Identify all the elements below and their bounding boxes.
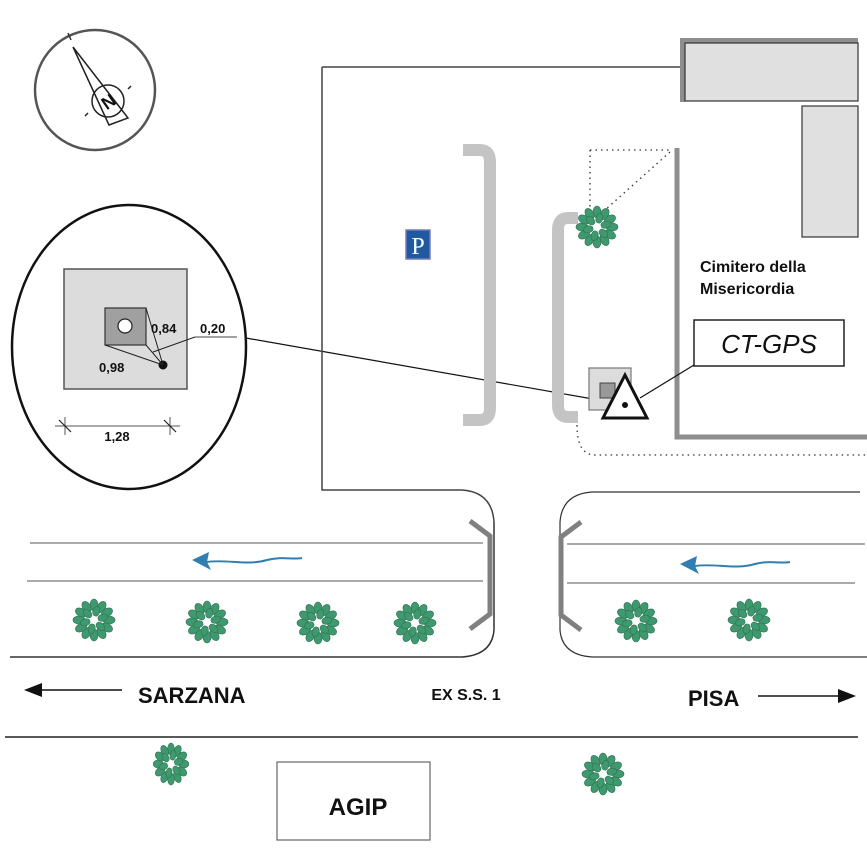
tree-icon — [185, 600, 229, 644]
cemetery-wall — [674, 148, 867, 440]
tree-icon — [72, 598, 116, 642]
cemetery-label-line2: Misericordia — [700, 281, 794, 298]
agip-label: AGIP — [329, 794, 388, 821]
tree-icon — [296, 601, 340, 645]
agip-station-building — [276, 761, 431, 841]
gps-station-triangle-icon — [600, 371, 650, 420]
dim-label-a: 0,84 — [151, 321, 177, 336]
tree-icon — [614, 599, 658, 643]
station-label-box — [693, 319, 845, 367]
visibility-dotted-lines — [589, 149, 671, 212]
monument-detail-inset: 0,84 0,20 0,98 1,28 — [10, 203, 248, 491]
cemetery-label-line1: Cimitero della — [700, 259, 806, 276]
road-name-label: EX S.S. 1 — [431, 687, 500, 704]
parking-sign-icon: P — [405, 229, 431, 260]
north-label: N — [98, 90, 120, 114]
direction-label-pisa: PISA — [688, 686, 739, 711]
cemetery-building-side — [801, 105, 859, 238]
curb-left — [463, 144, 496, 426]
dim-label-width: 1,28 — [104, 429, 129, 444]
direction-label-sarzana: SARZANA — [138, 683, 246, 708]
compass-north-icon: N — [33, 28, 157, 152]
inset-leader-line — [245, 337, 611, 403]
direction-arrow-left-icon — [24, 683, 122, 697]
direction-arrow-right-icon — [758, 689, 856, 703]
flow-arrow-icon — [679, 555, 791, 575]
gate-right — [558, 520, 583, 632]
parking-lot-boundary — [321, 67, 495, 523]
curb-right — [552, 212, 578, 423]
station-label: CT-GPS — [721, 329, 817, 359]
dim-label-c: 0,98 — [99, 360, 124, 375]
tree-icon — [393, 601, 437, 645]
gate-left — [468, 519, 493, 631]
svg-text:P: P — [411, 234, 424, 260]
dim-label-b: 0,20 — [200, 321, 225, 336]
flow-arrow-icon — [191, 551, 303, 571]
tree-icon — [575, 205, 619, 249]
cemetery-building-top — [684, 42, 859, 102]
tree-icon — [727, 598, 771, 642]
tree-icon — [152, 742, 190, 786]
tree-icon — [581, 752, 625, 796]
